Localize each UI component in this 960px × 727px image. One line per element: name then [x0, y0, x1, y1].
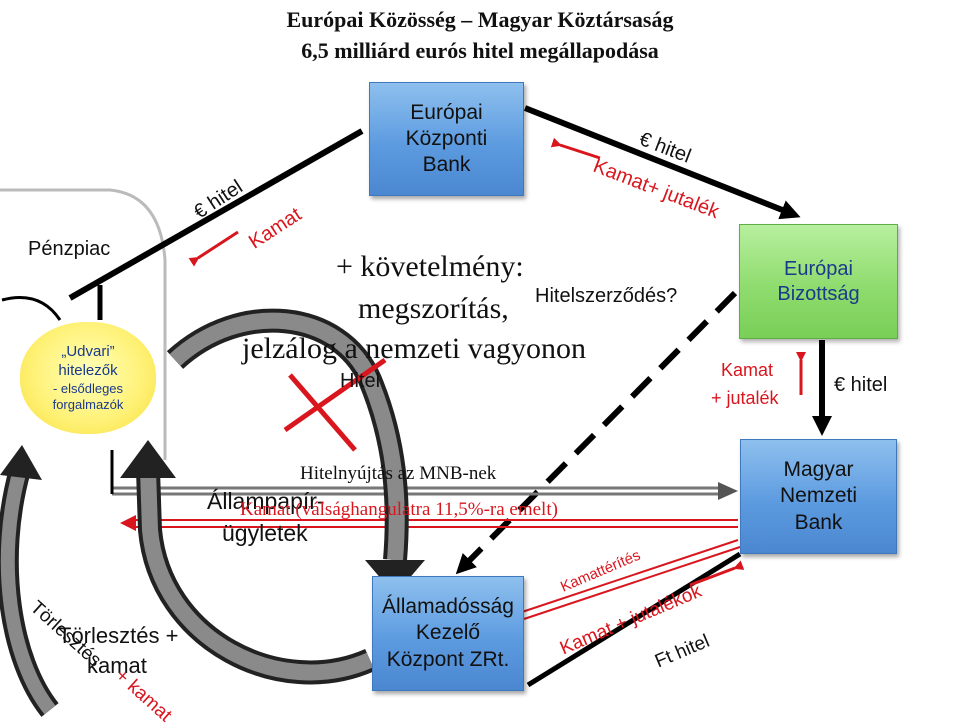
title-line-1: Európai Közösség – Magyar Köztársaság [286, 7, 674, 32]
creditors-line-4: forgalmazók [52, 396, 124, 412]
mnb-credit-text: Hitelnyújtás az MNB-nek [300, 463, 497, 484]
dashed-contract-arrow [455, 290, 738, 575]
red-x-2 [283, 357, 387, 433]
left-curved-arrow-inner [0, 468, 56, 715]
akk-mnb-red-2 [523, 546, 741, 620]
mnb-line-2: Nemzeti [779, 484, 858, 508]
market-label: Pénzpiac [28, 238, 111, 260]
mnb-line-1: Magyar [783, 458, 854, 482]
creditors-oval[interactable]: „Udvari” hitelezők - elsődleges forgalma… [20, 322, 156, 434]
ecb-market-line [68, 128, 364, 301]
mnb-line-3: Bank [794, 510, 843, 534]
akk-mnb-black [526, 551, 742, 688]
akk-line-3: Központ ZRt. [386, 647, 510, 671]
contract-text: Hitelszerződés? [535, 285, 678, 307]
austerity-text: megszorítás, [358, 292, 509, 325]
ecb-box[interactable]: Európai Központi Bank [369, 82, 524, 196]
credit-text: Hitel [340, 370, 381, 392]
jutalek-right-label: + jutalék [711, 388, 779, 408]
requirement-text: + követelmény: [336, 250, 524, 283]
mnb-box[interactable]: Magyar Nemzeti Bank [740, 439, 897, 554]
akk-mnb-red-1 [521, 539, 739, 613]
akk-line-1: Államadósság [382, 595, 514, 619]
red-arrow-kamat-top [550, 137, 601, 160]
ecb-line-3: Bank [422, 153, 471, 177]
market-curve [1, 296, 62, 321]
commission-box[interactable]: Európai Bizottság [739, 224, 898, 339]
deals-text: ügyletek [222, 520, 308, 546]
ecb-line-1: Európai [410, 100, 483, 124]
creditors-line-2: hitelezők [58, 361, 118, 379]
creditors-line-1: „Udvari” [61, 343, 115, 360]
ecb-line-2: Központi [405, 126, 488, 150]
red-arrow-kamat-jutalekok [689, 560, 745, 587]
commission-line-2: Bizottság [777, 282, 860, 305]
market-boundary [0, 188, 167, 460]
mortgage-text: jelzálog a nemzeti vagyonon [242, 332, 587, 365]
red-arrow-kamat-left [188, 230, 239, 267]
euro-hitel-right-label: € hitel [834, 374, 888, 396]
ecb-commission-arrow [523, 105, 801, 220]
repayment-arrow-inner [140, 469, 374, 681]
bonds-text: Állampapír- [207, 488, 325, 514]
repayment-label-1: Törlesztés + [58, 623, 179, 648]
interest-raised-text: Kamat (válsághangulatra 11,5%-ra emelt) [240, 499, 558, 520]
kamat-right-label: Kamat [721, 360, 774, 380]
title-line-2: 6,5 milliárd eurós hitel megállapodása [301, 38, 659, 63]
commission-line-1: Európai [784, 257, 853, 280]
akk-line-2: Kezelő [415, 621, 481, 645]
repayment-label-2: kamat [87, 653, 147, 678]
creditors-line-3: - elsődleges [52, 380, 124, 396]
akk-box[interactable]: Államadósság Kezelő Központ ZRt. [372, 576, 524, 691]
red-x-1 [288, 373, 357, 452]
